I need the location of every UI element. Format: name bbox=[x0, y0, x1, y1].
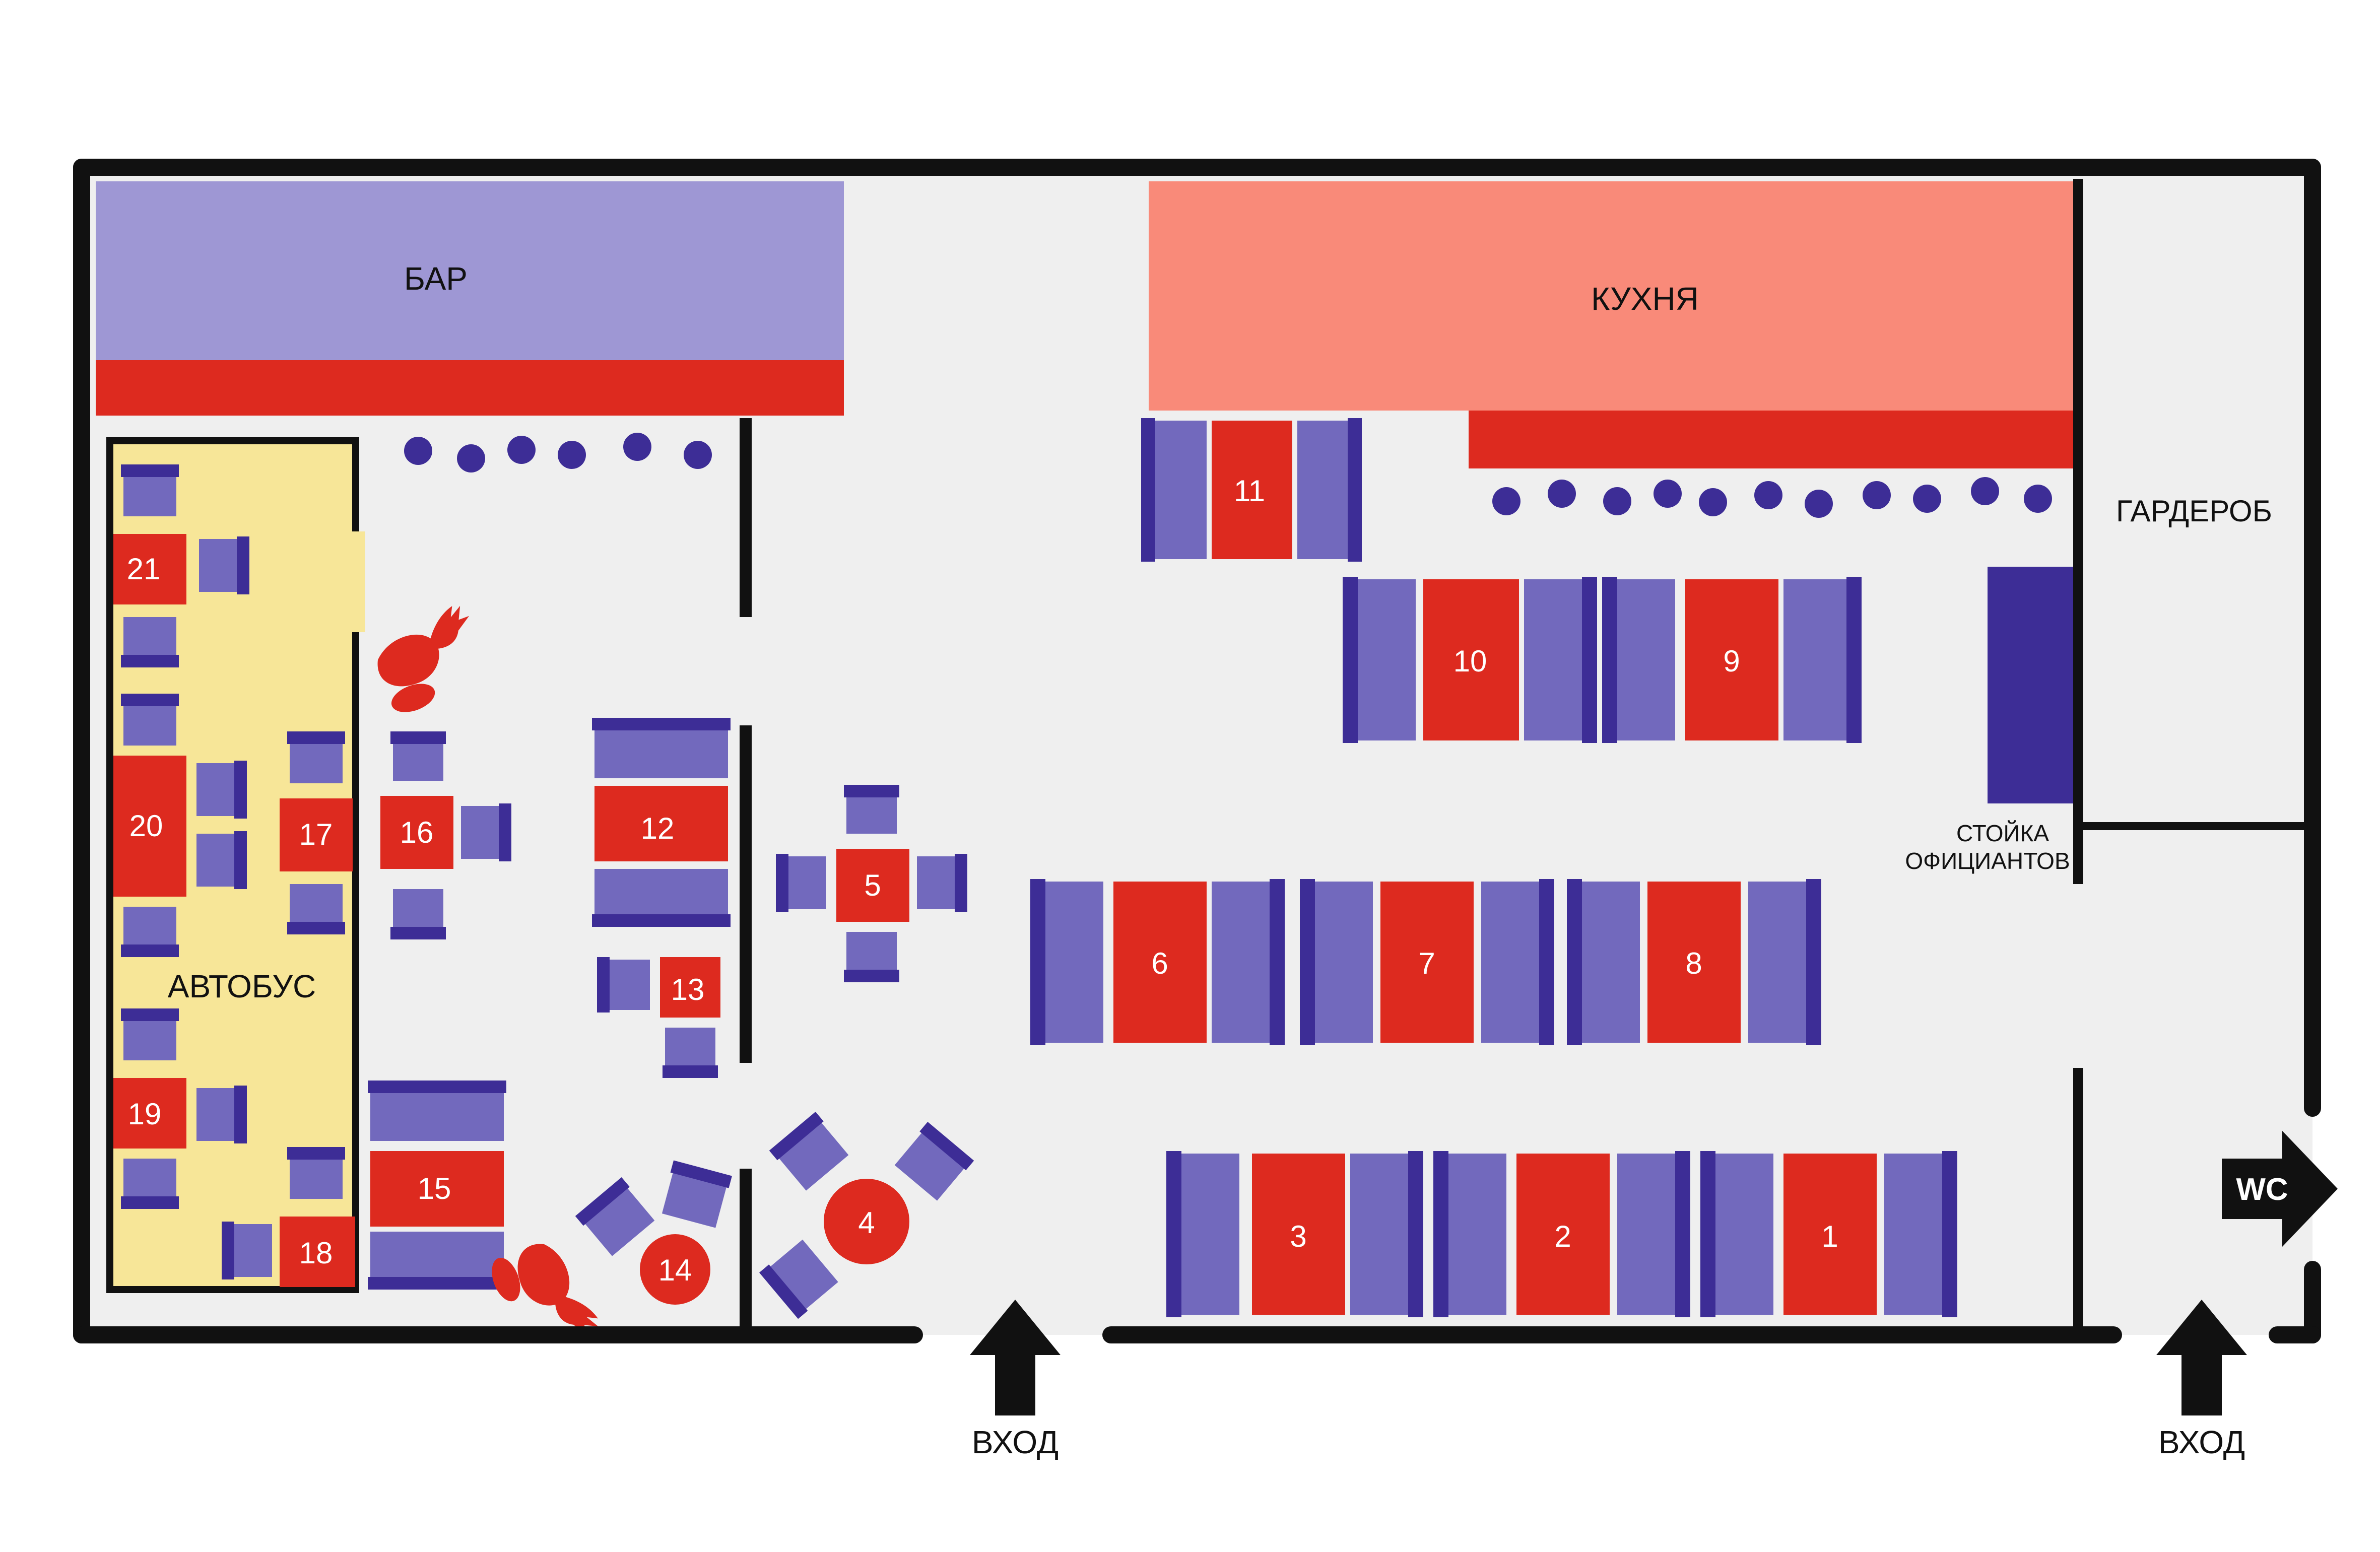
stool-icon bbox=[507, 436, 536, 464]
table-19[interactable]: 19 bbox=[113, 1078, 186, 1149]
table-12-benches bbox=[592, 718, 731, 927]
table-13[interactable]: 13 bbox=[660, 957, 720, 1018]
svg-text:13: 13 bbox=[671, 973, 705, 1006]
table-5-chairs bbox=[776, 785, 967, 982]
table-13-chairs bbox=[597, 957, 718, 1078]
main-entrance-label: ВХОД bbox=[972, 1424, 1059, 1460]
table-12[interactable]: 12 bbox=[594, 786, 728, 861]
table-16[interactable]: 16 bbox=[380, 796, 453, 869]
table-2-benches bbox=[1433, 1151, 1690, 1317]
stool-icon bbox=[1754, 481, 1782, 509]
main-entrance[interactable]: ВХОД bbox=[970, 1300, 1061, 1460]
svg-text:11: 11 bbox=[1234, 474, 1265, 508]
table-3[interactable]: 3 bbox=[1252, 1154, 1345, 1315]
table-3-benches bbox=[1166, 1151, 1423, 1317]
stool-icon bbox=[1603, 487, 1631, 515]
waiter-station-label-1: СТОЙКА bbox=[1956, 820, 2049, 846]
kitchen-counter bbox=[1469, 411, 2076, 468]
svg-text:21: 21 bbox=[127, 552, 161, 586]
svg-text:9: 9 bbox=[1723, 644, 1740, 678]
stool-icon bbox=[1913, 485, 1941, 513]
walls bbox=[73, 159, 2321, 1343]
table-8-benches bbox=[1567, 879, 1821, 1045]
table-7-benches bbox=[1300, 879, 1554, 1045]
svg-text:1: 1 bbox=[1821, 1220, 1838, 1253]
waiter-station bbox=[1988, 567, 2078, 803]
svg-text:20: 20 bbox=[129, 809, 163, 843]
stool-icon bbox=[2024, 485, 2052, 513]
svg-text:19: 19 bbox=[128, 1097, 162, 1131]
table-6-benches bbox=[1030, 879, 1285, 1045]
table-4[interactable]: 4 bbox=[824, 1179, 909, 1264]
bus-label: АВТОБУС bbox=[168, 968, 316, 1004]
table-9-benches bbox=[1602, 577, 1862, 743]
stool-icon bbox=[1548, 480, 1576, 508]
table-8[interactable]: 8 bbox=[1647, 882, 1741, 1043]
waiter-station-label-2: ОФИЦИАНТОВ bbox=[1905, 848, 2070, 874]
table-21[interactable]: 21 bbox=[113, 534, 186, 604]
table-16-chairs bbox=[390, 731, 511, 939]
stool-icon bbox=[457, 444, 485, 473]
stool-icon bbox=[404, 437, 432, 465]
svg-text:17: 17 bbox=[299, 818, 333, 851]
stool-icon bbox=[1805, 490, 1833, 518]
svg-text:14: 14 bbox=[658, 1253, 692, 1287]
kitchen-area: КУХНЯ bbox=[1149, 181, 2076, 468]
table-1[interactable]: 1 bbox=[1783, 1154, 1877, 1315]
table-15-benches bbox=[368, 1081, 506, 1290]
table-15[interactable]: 15 bbox=[370, 1151, 504, 1227]
svg-text:12: 12 bbox=[641, 812, 675, 845]
svg-text:2: 2 bbox=[1554, 1220, 1571, 1253]
svg-text:8: 8 bbox=[1685, 947, 1702, 980]
arrow-right-icon bbox=[2222, 1131, 2338, 1247]
table-11[interactable]: 11 bbox=[1212, 421, 1292, 559]
stool-icon bbox=[684, 441, 712, 469]
table-10[interactable]: 10 bbox=[1423, 579, 1519, 740]
arrow-up-icon bbox=[970, 1300, 1061, 1415]
wc-sign[interactable]: WC bbox=[2222, 1131, 2338, 1247]
bar-area: БАР bbox=[96, 181, 844, 416]
wc-label: WC bbox=[2236, 1172, 2288, 1207]
table-14-chairs bbox=[575, 1160, 732, 1256]
stool-icon bbox=[623, 433, 651, 461]
svg-text:15: 15 bbox=[418, 1172, 451, 1205]
svg-text:5: 5 bbox=[864, 868, 881, 902]
side-entrance[interactable]: ВХОД bbox=[2156, 1300, 2247, 1460]
table-5[interactable]: 5 bbox=[836, 849, 909, 922]
table-17[interactable]: 17 bbox=[280, 798, 353, 871]
bus-seating bbox=[121, 464, 345, 1279]
table-20[interactable]: 20 bbox=[113, 756, 186, 897]
stool-icon bbox=[1492, 487, 1520, 515]
stool-icon bbox=[1699, 488, 1727, 516]
svg-text:6: 6 bbox=[1151, 947, 1168, 980]
bar-counter bbox=[96, 360, 844, 416]
table-7[interactable]: 7 bbox=[1380, 882, 1474, 1043]
table-18[interactable]: 18 bbox=[280, 1217, 355, 1287]
svg-text:10: 10 bbox=[1453, 644, 1487, 678]
svg-text:3: 3 bbox=[1290, 1220, 1306, 1253]
table-2[interactable]: 2 bbox=[1516, 1154, 1610, 1315]
table-9[interactable]: 9 bbox=[1685, 579, 1778, 740]
table-10-benches bbox=[1343, 577, 1597, 743]
svg-text:16: 16 bbox=[400, 816, 434, 849]
arrow-up-icon bbox=[2156, 1300, 2247, 1415]
table-14[interactable]: 14 bbox=[640, 1234, 710, 1305]
wardrobe-label: ГАРДЕРОБ bbox=[2116, 494, 2272, 528]
side-entrance-label: ВХОД bbox=[2158, 1424, 2245, 1460]
stool-icon bbox=[1971, 477, 1999, 505]
svg-text:18: 18 bbox=[299, 1236, 333, 1270]
stool-icon bbox=[1654, 480, 1682, 508]
bar-label: БАР bbox=[404, 260, 468, 297]
svg-text:7: 7 bbox=[1418, 947, 1435, 980]
table-1-benches bbox=[1700, 1151, 1957, 1317]
table-11-benches bbox=[1141, 418, 1362, 562]
svg-text:4: 4 bbox=[858, 1206, 875, 1240]
table-6[interactable]: 6 bbox=[1113, 882, 1207, 1043]
stool-icon bbox=[558, 441, 586, 469]
table-4-chairs bbox=[759, 1112, 974, 1319]
stool-icon bbox=[1863, 481, 1891, 509]
kitchen-label: КУХНЯ bbox=[1591, 281, 1699, 317]
